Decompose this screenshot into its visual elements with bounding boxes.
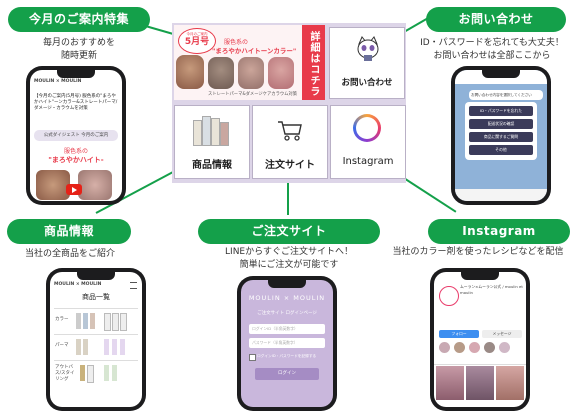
- youtube-play-icon[interactable]: [66, 184, 82, 195]
- order-pill: ご注文サイト: [198, 219, 380, 244]
- rich-menu: 今月のご案内 5月号 服色系の "まろやかハイトーンカラー" ストレートパーマ&…: [172, 23, 406, 183]
- phone-products: MOULIN × MOULIN 商品一覧 カラー パーマ アウトバス/スタイリン…: [46, 268, 146, 411]
- products-row-3[interactable]: アウトバス/スタイリング: [54, 360, 138, 385]
- instagram-post-3[interactable]: [496, 366, 524, 400]
- monthly-phone-headline: 【今月のご案内(5月号) 服色系の"まろやかハイト"ーンカラー&ストレートパーマ…: [34, 94, 118, 111]
- products-phone-title: 商品一覧: [82, 293, 110, 301]
- hair-photo-2: [208, 57, 234, 89]
- phone-order: MOULIN × MOULIN ご注文サイト ログインページ ログインID（半角…: [237, 276, 337, 411]
- phone-instagram: ムーラン×ムーラン公式 / moulin et moulin フォロー メッセー…: [430, 268, 530, 411]
- order-caption-2: 簡単にご注文が可能です: [239, 260, 339, 270]
- instagram-highlight-3: [469, 342, 480, 353]
- instagram-ring-icon: [353, 114, 381, 142]
- monthly-phone-pink: 服色系の "まろやかハイト-: [48, 148, 104, 164]
- feature-title-small: 服色系の: [224, 39, 249, 46]
- products-row-1[interactable]: カラー: [54, 308, 138, 333]
- menu-order[interactable]: 注文サイト: [252, 105, 328, 179]
- order-password-input[interactable]: パスワード（半角英数字）: [249, 338, 325, 348]
- contact-phone-bubble: お問い合わせ内容を選択してください: [469, 90, 543, 100]
- feature-title-large: "まろやかハイトーンカラー": [212, 47, 297, 55]
- order-caption-1: LINEからすぐご注文サイトへ！: [225, 247, 353, 257]
- hair-photo-3: [238, 57, 264, 89]
- shopping-cart-icon: [277, 120, 303, 146]
- menu-contact-label: お問い合わせ: [341, 78, 393, 88]
- products-row-2[interactable]: パーマ: [54, 334, 138, 359]
- order-remember-label: ログインID・パスワードを記録する: [257, 354, 317, 358]
- instagram-message-button[interactable]: メッセージ: [482, 330, 522, 338]
- menu-contact[interactable]: お問い合わせ: [329, 27, 405, 99]
- menu-instagram[interactable]: Instagram: [330, 105, 406, 179]
- instagram-avatar: [439, 286, 459, 306]
- cat-mascot-icon: [355, 36, 381, 62]
- feature-vertical-strip: 詳細はコチラ: [302, 25, 325, 100]
- contact-phone-input-bar[interactable]: [455, 189, 547, 201]
- menu-instagram-label: Instagram: [342, 156, 394, 167]
- menu-order-label: 注文サイト: [265, 160, 315, 171]
- monthly-phone-photo-1: [36, 170, 70, 200]
- menu-products-label: 商品情報: [192, 160, 232, 171]
- instagram-highlight-2: [454, 342, 465, 353]
- instagram-post-2[interactable]: [466, 366, 494, 400]
- monthly-caption-2: 随時更新: [60, 51, 97, 61]
- order-phone-subtitle: ご注文サイト ログインページ: [257, 311, 317, 316]
- hamburger-menu-icon[interactable]: [130, 282, 137, 289]
- products-phone-brand: MOULIN × MOULIN: [54, 282, 102, 287]
- contact-option-1[interactable]: ID・パスワードを忘れた: [469, 106, 533, 116]
- monthly-phone-cta[interactable]: 公式ダイジェスト 今月のご案内: [34, 130, 118, 141]
- products-caption: 当社の全商品をご紹介: [24, 249, 115, 259]
- feature-month-badge: 今月のご案内 5月号: [178, 28, 216, 54]
- hair-photo-4: [268, 57, 294, 89]
- instagram-highlight-4: [484, 342, 495, 353]
- instagram-caption: 当社のカラー剤を使ったレシピなどを配信: [392, 247, 564, 257]
- instagram-pill: Instagram: [428, 219, 570, 244]
- products-pill: 商品情報: [7, 219, 131, 244]
- instagram-highlight-1: [439, 342, 450, 353]
- phone-contact: お問い合わせ内容を選択してください ID・パスワードを忘れた 配送状況の確認 商…: [451, 66, 551, 205]
- contact-caption-2: お問い合わせは全部ここから: [433, 51, 551, 61]
- menu-feature-banner[interactable]: 今月のご案内 5月号 服色系の "まろやかハイトーンカラー" ストレートパーマ&…: [174, 25, 325, 100]
- order-id-input[interactable]: ログインID（半角英数字）: [249, 324, 325, 334]
- monthly-caption-1: 毎月のおすすめを: [42, 38, 115, 48]
- instagram-highlight-5: [499, 342, 510, 353]
- hair-photo-1: [176, 55, 204, 89]
- contact-option-4[interactable]: その他: [469, 145, 533, 155]
- menu-products[interactable]: 商品情報: [174, 105, 250, 179]
- instagram-grid-tabs[interactable]: [434, 358, 526, 365]
- phone-monthly: MOULIN × MOULIN 【今月のご案内(5月号) 服色系の"まろやかハイ…: [26, 66, 126, 205]
- contact-option-2[interactable]: 配送状況の確認: [469, 119, 533, 129]
- contact-caption-1: ID・パスワードを忘れても大丈夫！: [420, 38, 564, 48]
- monthly-feature-pill: 今月のご案内特集: [8, 7, 150, 32]
- instagram-post-1[interactable]: [436, 366, 464, 400]
- instagram-account: ムーラン×ムーラン公式 / moulin et moulin: [460, 284, 523, 295]
- order-phone-brand: MOULIN × MOULIN: [248, 294, 326, 302]
- contact-pill: お問い合わせ: [426, 7, 566, 32]
- order-remember-checkbox[interactable]: [249, 354, 256, 361]
- product-tubes-icon: [193, 116, 233, 146]
- feature-footer-text: ストレートパーマ&ダメージケアカラウム対策: [208, 92, 298, 97]
- contact-option-3[interactable]: 商品に関するご質問: [469, 132, 533, 142]
- order-login-button[interactable]: ログイン: [255, 368, 319, 380]
- monthly-phone-photo-2: [78, 170, 112, 200]
- monthly-phone-brand: MOULIN × MOULIN: [34, 79, 82, 84]
- instagram-follow-button[interactable]: フォロー: [439, 330, 479, 338]
